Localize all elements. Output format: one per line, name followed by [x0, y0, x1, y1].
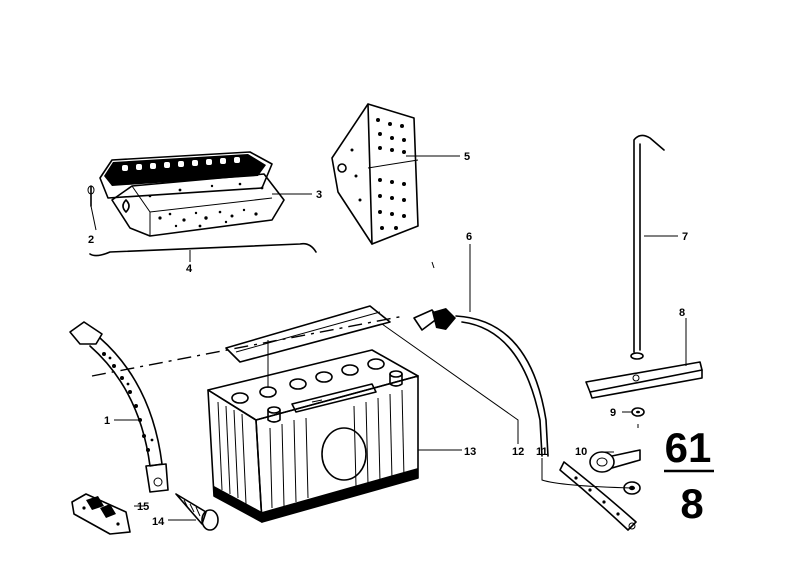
centre-line	[91, 315, 405, 377]
callout-8: 8	[679, 307, 685, 319]
terminal-clamp-drawing	[71, 493, 131, 535]
callout-9: 9	[610, 407, 616, 419]
callout-12: 12	[512, 446, 524, 458]
cover-plate-drawing	[225, 305, 391, 363]
callout-7: 7	[682, 231, 688, 243]
battery-drawing	[207, 349, 419, 523]
ground-strap-drawing	[559, 461, 637, 531]
callout-1: 1	[104, 415, 110, 427]
insulating-mat-drawing	[331, 103, 419, 245]
callout-4: 4	[186, 263, 193, 275]
callout-13: 13	[464, 446, 476, 458]
hold-down-drawing	[585, 134, 703, 428]
callout-14: 14	[152, 516, 165, 528]
callout-6: 6	[466, 231, 472, 243]
callout-11: 11	[536, 446, 548, 458]
callout-3: 3	[316, 189, 322, 201]
callout-5: 5	[464, 151, 470, 163]
section-subgroup: 8	[680, 480, 703, 527]
battery-strap-drawing	[69, 321, 169, 493]
stray-mark	[431, 261, 435, 269]
callout-10: 10	[575, 446, 587, 458]
section-group: 61	[665, 424, 712, 471]
section-number: 61 8	[664, 424, 714, 527]
screw-plug-drawing	[175, 493, 219, 531]
callout-2: 2	[88, 234, 94, 246]
callout-15: 15	[137, 501, 149, 513]
cell-cover-set-drawing	[87, 151, 317, 262]
battery-cable-drawing	[413, 308, 549, 457]
leader-lines	[90, 155, 687, 521]
